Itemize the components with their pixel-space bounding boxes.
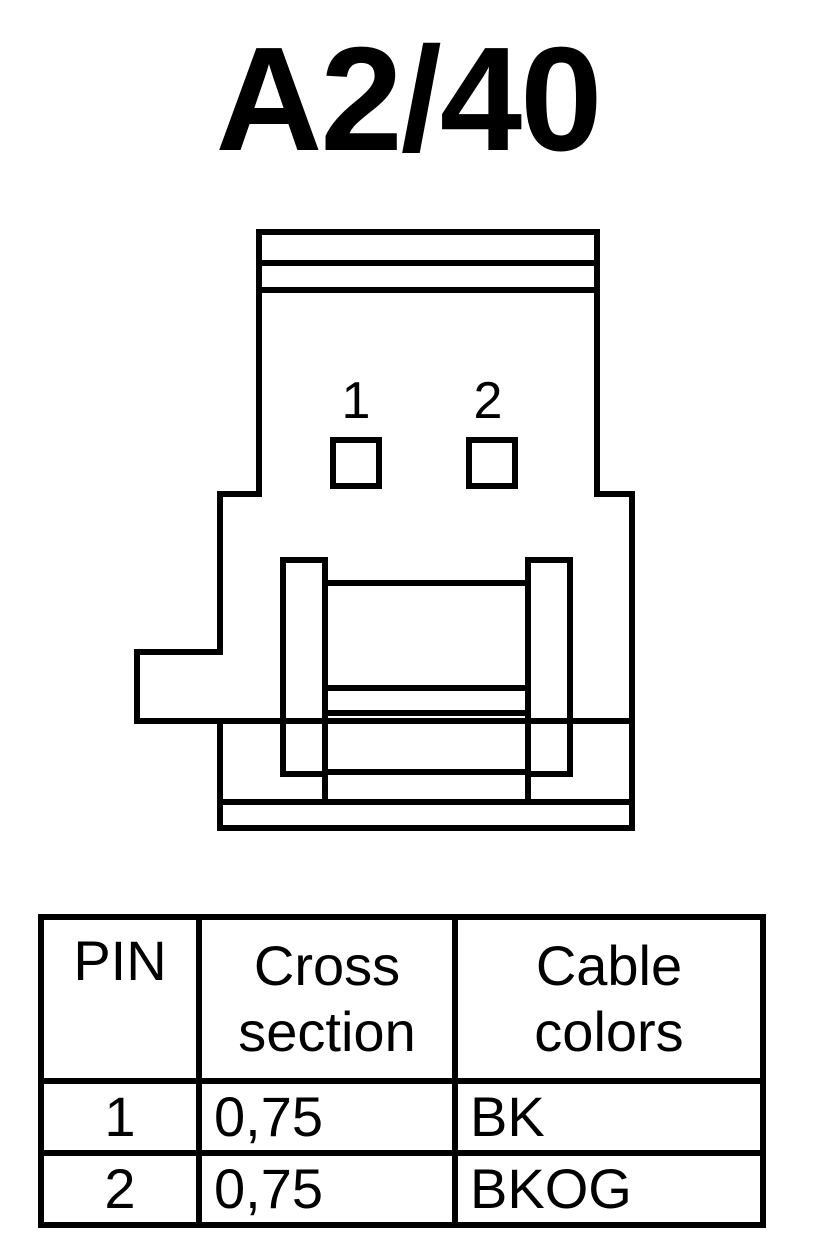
header-pin-label: PIN bbox=[73, 929, 167, 992]
pin-table: PIN Cross section Cable colors 1 0,75 BK… bbox=[38, 914, 766, 1228]
header-cable-colors-line-1: Cable bbox=[535, 934, 683, 997]
pin-socket-2 bbox=[466, 437, 518, 489]
connector-title: A2/40 bbox=[215, 17, 603, 182]
cell-cross-section: 0,75 bbox=[196, 1150, 458, 1228]
header-cable-colors-line-2: colors bbox=[534, 1000, 684, 1063]
header-cross-section-line-1: Cross bbox=[253, 934, 401, 997]
cell-cross-section: 0,75 bbox=[196, 1078, 458, 1156]
pin-table-header-row: PIN Cross section Cable colors bbox=[38, 914, 766, 1084]
table-row: 2 0,75 BKOG bbox=[38, 1150, 766, 1228]
pin-socket-1 bbox=[330, 437, 382, 489]
cell-pin: 1 bbox=[38, 1078, 202, 1156]
latch-post-right bbox=[525, 557, 573, 777]
connector-diagram: 1 2 bbox=[134, 229, 635, 831]
table-row: 1 0,75 BK bbox=[38, 1078, 766, 1156]
cell-pin: 2 bbox=[38, 1150, 202, 1228]
header-cross-section: Cross section bbox=[196, 914, 458, 1084]
header-pin: PIN bbox=[38, 914, 202, 1084]
cell-cable-color: BK bbox=[452, 1078, 766, 1156]
pin-label-2: 2 bbox=[474, 372, 503, 430]
connector-housing bbox=[134, 229, 635, 831]
header-cable-colors: Cable colors bbox=[452, 914, 766, 1084]
header-cross-section-line-2: section bbox=[238, 1000, 416, 1063]
cell-cable-color: BKOG bbox=[452, 1150, 766, 1228]
pin-label-1: 1 bbox=[342, 372, 371, 430]
latch-post-left bbox=[280, 557, 328, 777]
